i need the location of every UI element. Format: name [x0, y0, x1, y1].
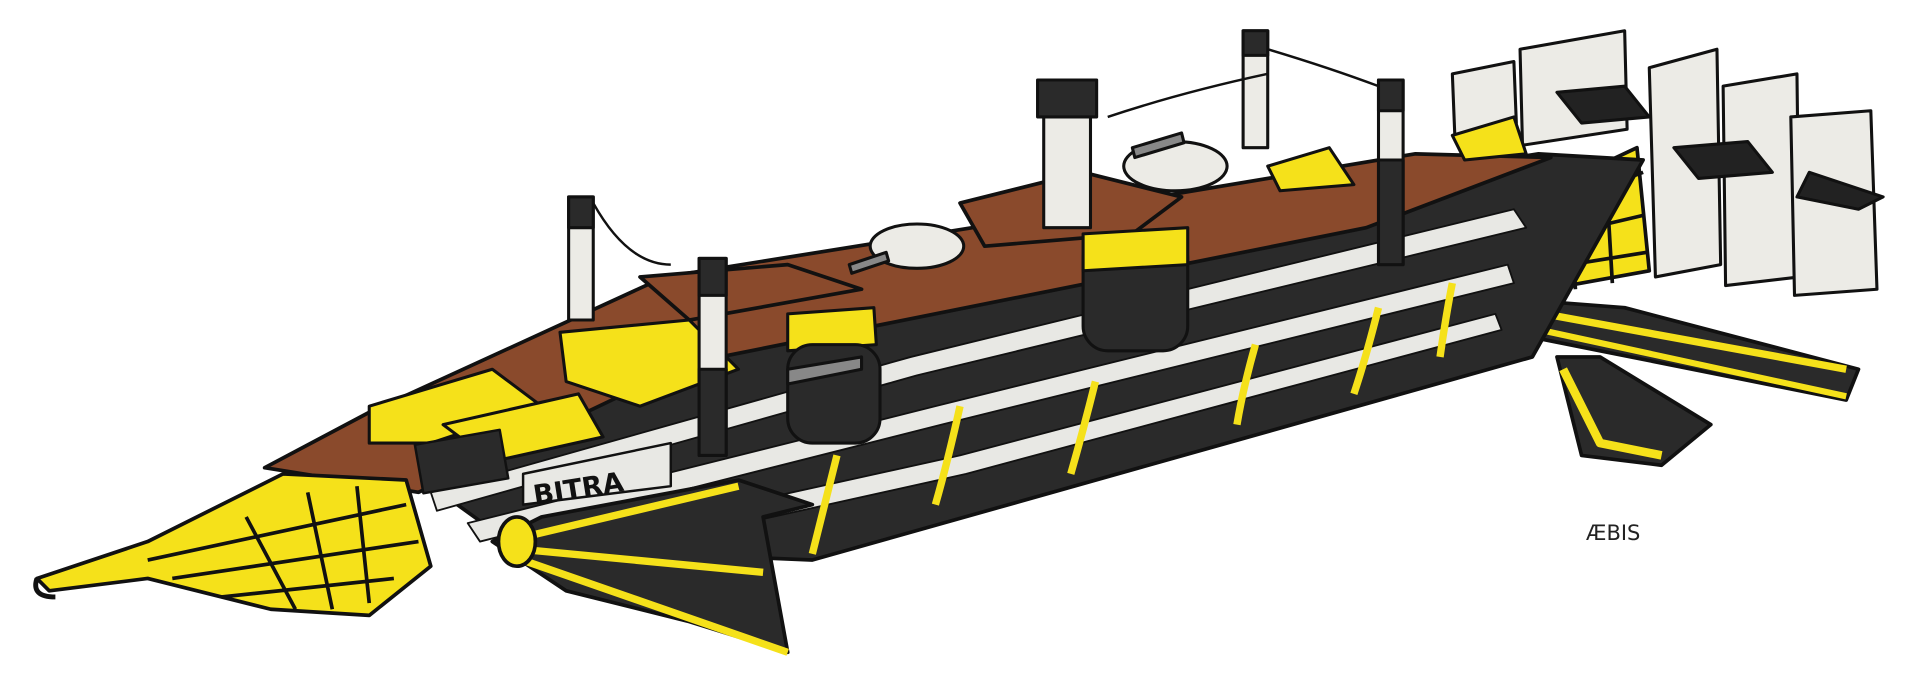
bow-figurehead — [33, 472, 433, 618]
superstructure — [558, 131, 1229, 445]
smokestacks — [567, 29, 1405, 457]
rear-sails — [1450, 29, 1885, 297]
hull-ribs — [808, 282, 1456, 555]
front-fin — [490, 478, 815, 656]
artist-signature: ÆBIS — [1586, 521, 1640, 545]
